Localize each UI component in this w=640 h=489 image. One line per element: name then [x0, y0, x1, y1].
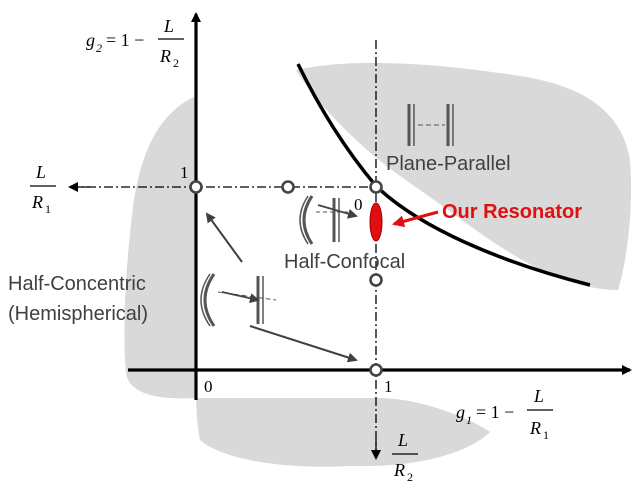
g2-axis-label: g 2 = 1 − L R 2: [86, 16, 184, 70]
stable-region-upper: [296, 62, 632, 290]
svg-text:L: L: [533, 386, 544, 406]
point-plane-parallel: [369, 180, 383, 194]
our-resonator-marker: [369, 202, 383, 242]
svg-text:= 1 −: = 1 −: [476, 402, 514, 422]
point-half-concentric-g1: [369, 363, 383, 377]
tick-zero-dashed: 0: [354, 195, 363, 214]
point-intermediate: [281, 180, 295, 194]
svg-text:1: 1: [543, 428, 549, 442]
tick-origin-x: 0: [204, 377, 213, 396]
svg-text:L: L: [35, 162, 46, 182]
svg-text:g: g: [456, 402, 465, 422]
svg-text:2: 2: [407, 470, 413, 484]
tick-one-x: 1: [384, 377, 393, 396]
svg-text:1: 1: [466, 413, 472, 427]
half-concentric-arrow-down: [249, 325, 358, 363]
bottom-axis-label: L R 2: [392, 430, 418, 484]
svg-text:1: 1: [45, 202, 51, 216]
half-concentric-mirror-icon: [200, 273, 277, 327]
left-axis-label: L R 1: [30, 162, 56, 216]
label-plane-parallel: Plane-Parallel: [386, 153, 511, 175]
svg-text:L: L: [397, 430, 408, 450]
half-confocal-mirror-icon: [299, 195, 358, 245]
g1-axis-label: g 1 = 1 − L R 1: [456, 386, 553, 442]
svg-text:R: R: [31, 192, 43, 212]
tick-one-y: 1: [180, 163, 189, 182]
svg-text:2: 2: [173, 56, 179, 70]
svg-text:R: R: [393, 460, 405, 480]
point-half-confocal: [369, 273, 383, 287]
half-concentric-arrow-up: [205, 212, 243, 263]
svg-text:R: R: [159, 46, 171, 66]
svg-text:= 1 −: = 1 −: [106, 30, 144, 50]
stable-region-left-fill: [124, 96, 196, 372]
label-half-confocal: Half-Confocal: [284, 251, 405, 273]
label-our-resonator: Our Resonator: [442, 201, 582, 223]
point-half-concentric-g2: [189, 180, 203, 194]
svg-text:g: g: [86, 30, 95, 50]
svg-text:R: R: [529, 418, 541, 438]
label-half-concentric-line1: Half-Concentric: [8, 273, 146, 295]
svg-text:2: 2: [96, 41, 102, 55]
plane-parallel-mirror-icon: [407, 104, 454, 146]
svg-text:L: L: [163, 16, 174, 36]
our-resonator-arrow: [392, 210, 439, 228]
label-half-concentric-line2: (Hemispherical): [8, 303, 148, 325]
